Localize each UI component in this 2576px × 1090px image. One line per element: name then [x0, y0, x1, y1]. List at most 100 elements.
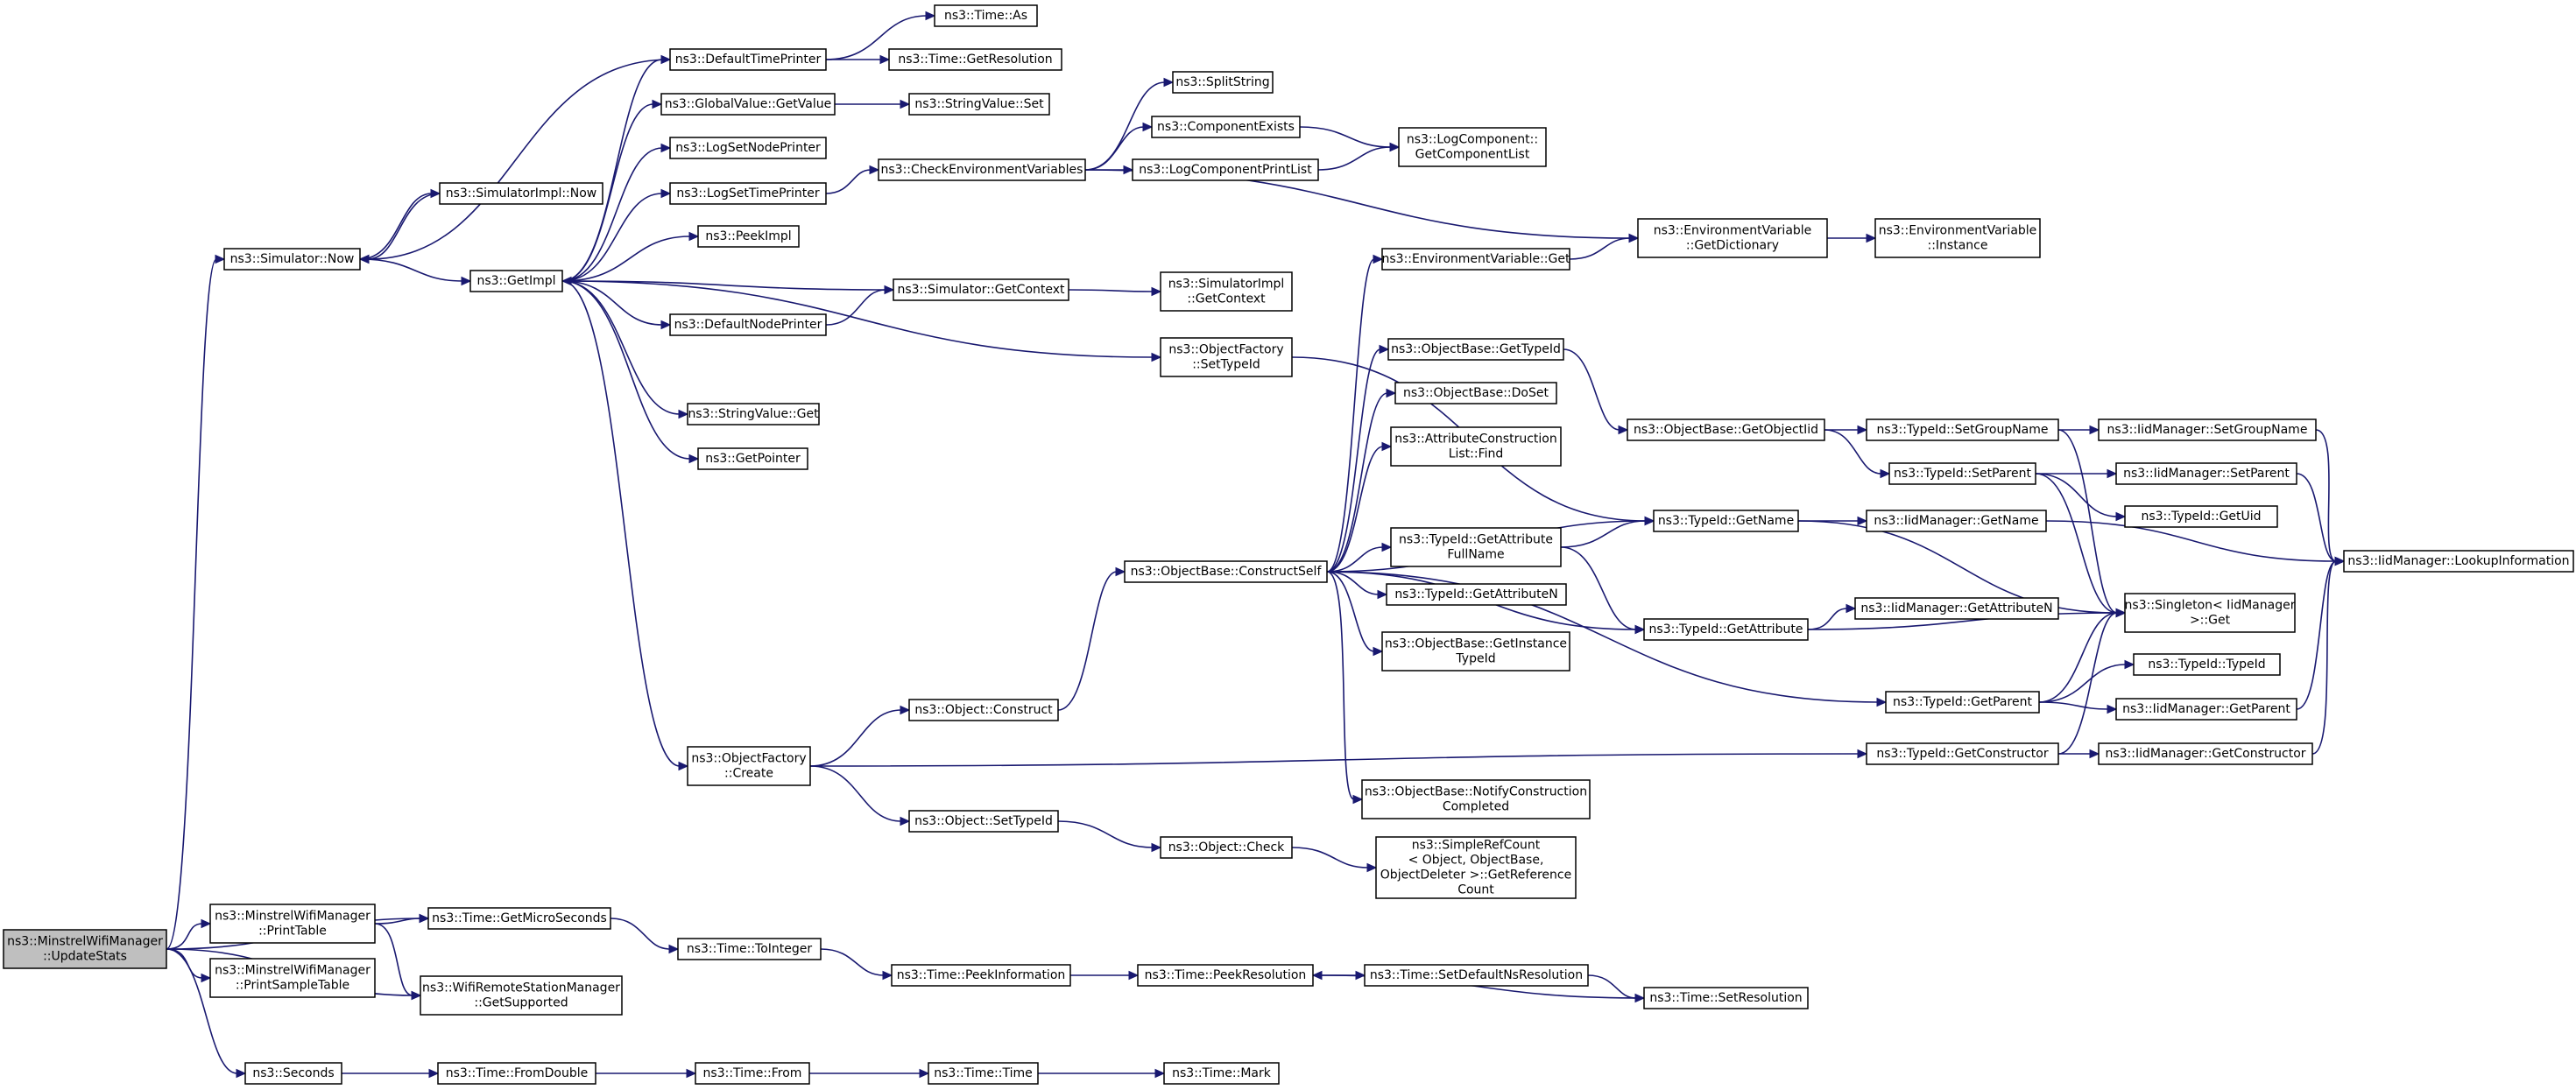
node-label: ns3::TypeId::GetAttribute: [1649, 622, 1803, 636]
node-simplerefcount[interactable]: ns3::SimpleRefCount< Object, ObjectBase,…: [1375, 836, 1577, 899]
node-timegetres[interactable]: ns3::Time::GetResolution: [888, 48, 1062, 71]
node-tidtypeid[interactable]: ns3::TypeId::TypeId: [2133, 653, 2281, 676]
node-ofcreate[interactable]: ns3::ObjectFactory::Create: [687, 746, 811, 786]
node-getimpl[interactable]: ns3::GetImpl: [469, 270, 563, 292]
edge-constructself-to-obnotify: [1326, 571, 1364, 805]
node-tidgetattrn[interactable]: ns3::TypeId::GetAttributeN: [1386, 583, 1567, 606]
node-iidlookup[interactable]: ns3::IidManager::LookupInformation: [2343, 550, 2574, 573]
node-tidgetconstructor[interactable]: ns3::TypeId::GetConstructor: [1866, 742, 2059, 765]
node-tidgetparent[interactable]: ns3::TypeId::GetParent: [1885, 691, 2040, 714]
node-ofsettypeid[interactable]: ns3::ObjectFactory::SetTypeId: [1160, 337, 1293, 377]
edge-line: [809, 709, 902, 767]
arrowhead: [1386, 388, 1397, 398]
node-printtable[interactable]: ns3::MinstrelWifiManager::PrintTable: [209, 904, 376, 944]
node-simgetcontext[interactable]: ns3::Simulator::GetContext: [893, 278, 1069, 301]
node-getsupported[interactable]: ns3::WifiRemoteStationManager::GetSuppor…: [420, 975, 623, 1016]
node-logcompprint[interactable]: ns3::LogComponentPrintList: [1132, 158, 1319, 181]
edge-line: [367, 59, 671, 260]
node-iidgetparent[interactable]: ns3::IidManager::GetParent: [2115, 698, 2297, 721]
node-globalgetvalue[interactable]: ns3::GlobalValue::GetValue: [660, 93, 836, 116]
arrowhead: [900, 99, 911, 109]
node-simimplgetcontext[interactable]: ns3::SimulatorImpl::GetContext: [1160, 271, 1293, 312]
node-defaulttimeprinter[interactable]: ns3::DefaultTimePrinter: [669, 48, 827, 71]
node-box: [1160, 836, 1293, 859]
node-timefrom[interactable]: ns3::Time::From: [695, 1062, 810, 1085]
node-objsettypeid[interactable]: ns3::Object::SetTypeId: [908, 810, 1059, 833]
node-constructself[interactable]: ns3::ObjectBase::ConstructSelf: [1124, 560, 1328, 583]
node-root[interactable]: ns3::MinstrelWifiManager::UpdateStats: [3, 929, 167, 969]
node-iidgetattrn[interactable]: ns3::IidManager::GetAttributeN: [1854, 597, 2059, 620]
node-peekimpl[interactable]: ns3::PeekImpl: [697, 225, 800, 248]
node-box: [934, 4, 1038, 27]
node-label: ns3::Object::Construct: [914, 703, 1053, 717]
edge-tidgetconstructor-to-iidgetconstructor: [2058, 749, 2100, 759]
node-label: ::SetTypeId: [1192, 358, 1260, 372]
node-tidgetname[interactable]: ns3::TypeId::GetName: [1653, 510, 1799, 532]
arrowhead: [919, 1068, 930, 1079]
node-splitstring[interactable]: ns3::SplitString: [1172, 71, 1274, 94]
node-defaultnodeprinter[interactable]: ns3::DefaultNodePrinter: [669, 313, 827, 336]
arrowhead: [882, 970, 893, 981]
node-iidsetparent[interactable]: ns3::IidManager::SetParent: [2115, 462, 2297, 485]
node-logsettimeprinter[interactable]: ns3::LogSetTimePrinter: [669, 182, 827, 205]
node-label: ns3::EnvironmentVariable::Get: [1382, 252, 1570, 266]
node-getmicro[interactable]: ns3::Time::GetMicroSeconds: [427, 907, 611, 930]
node-box: [2115, 462, 2297, 485]
node-objconstruct[interactable]: ns3::Object::Construct: [908, 699, 1059, 721]
node-toint[interactable]: ns3::Time::ToInteger: [677, 938, 822, 960]
node-logsetnodeprinter[interactable]: ns3::LogSetNodePrinter: [669, 137, 827, 159]
node-singletonget[interactable]: ns3::Singleton< IidManager>::Get: [2124, 593, 2296, 633]
node-iidgetconstructor[interactable]: ns3::IidManager::GetConstructor: [2098, 742, 2313, 765]
node-box: [687, 403, 820, 425]
arrowhead: [869, 165, 880, 175]
node-stringvalueget[interactable]: ns3::StringValue::Get: [687, 403, 820, 425]
node-tidsetgroupname[interactable]: ns3::TypeId::SetGroupName: [1866, 418, 2059, 441]
edge-simgetcontext-to-simimplgetcontext: [1068, 286, 1162, 297]
edge-iidgetparent-to-iidlookup: [2296, 556, 2346, 710]
node-seconds[interactable]: ns3::Seconds: [244, 1062, 342, 1085]
edge-line: [561, 280, 663, 326]
node-tidsetparent[interactable]: ns3::TypeId::SetParent: [1888, 462, 2036, 485]
node-iidgetname[interactable]: ns3::IidManager::GetName: [1866, 510, 2047, 532]
node-setdefaultres[interactable]: ns3::Time::SetDefaultNsResolution: [1364, 964, 1589, 987]
node-simnow[interactable]: ns3::Simulator::Now: [223, 248, 361, 271]
node-getpointer[interactable]: ns3::GetPointer: [697, 447, 808, 470]
node-label: ns3::Time::SetResolution: [1649, 991, 1802, 1005]
arrowhead: [2334, 556, 2346, 566]
edge-line: [2057, 429, 2118, 614]
node-objcheck[interactable]: ns3::Object::Check: [1160, 836, 1293, 859]
node-box: [2133, 653, 2281, 676]
node-timemark[interactable]: ns3::Time::Mark: [1163, 1062, 1280, 1085]
node-iidsetgroupname[interactable]: ns3::IidManager::SetGroupName: [2098, 418, 2317, 441]
node-fromdouble[interactable]: ns3::Time::FromDouble: [437, 1062, 596, 1085]
node-envinstance[interactable]: ns3::EnvironmentVariable::Instance: [1874, 218, 2041, 258]
node-obgettypeid[interactable]: ns3::ObjectBase::GetTypeId: [1387, 338, 1564, 361]
node-tidgetattr[interactable]: ns3::TypeId::GetAttribute: [1643, 618, 1809, 641]
edge-defaulttimeprinter-to-simnow: [358, 59, 671, 264]
node-simimplnow[interactable]: ns3::SimulatorImpl::Now: [439, 182, 603, 205]
node-obdoset[interactable]: ns3::ObjectBase::DoSet: [1394, 382, 1557, 404]
node-envget[interactable]: ns3::EnvironmentVariable::Get: [1381, 248, 1570, 271]
node-timetime[interactable]: ns3::Time::Time: [928, 1062, 1039, 1085]
edge-line: [561, 280, 681, 767]
node-box: [1381, 631, 1570, 672]
node-peekinfo[interactable]: ns3::Time::PeekInformation: [891, 964, 1071, 987]
node-obgetobjtid[interactable]: ns3::ObjectBase::GetObjectIid: [1627, 418, 1825, 441]
node-peekres[interactable]: ns3::Time::PeekResolution: [1137, 964, 1314, 987]
node-envgetdict[interactable]: ns3::EnvironmentVariable::GetDictionary: [1637, 218, 1828, 258]
node-box: [420, 975, 623, 1016]
node-compexists[interactable]: ns3::ComponentExists: [1151, 116, 1301, 138]
node-printsample[interactable]: ns3::MinstrelWifiManager::PrintSampleTab…: [209, 958, 376, 998]
node-obnotify[interactable]: ns3::ObjectBase::NotifyConstructionCompl…: [1361, 779, 1591, 819]
node-tidgetuid[interactable]: ns3::TypeId::GetUid: [2124, 505, 2278, 528]
node-stringvalueset[interactable]: ns3::StringValue::Set: [908, 93, 1050, 116]
node-checkenv[interactable]: ns3::CheckEnvironmentVariables: [878, 158, 1086, 181]
edge-getimpl-to-peekimpl: [561, 231, 700, 282]
node-timeas[interactable]: ns3::Time::As: [934, 4, 1038, 27]
node-setres[interactable]: ns3::Time::SetResolution: [1643, 987, 1809, 1009]
arrowhead: [1866, 233, 1877, 243]
node-getcomplist[interactable]: ns3::LogComponent::GetComponentList: [1398, 127, 1547, 167]
